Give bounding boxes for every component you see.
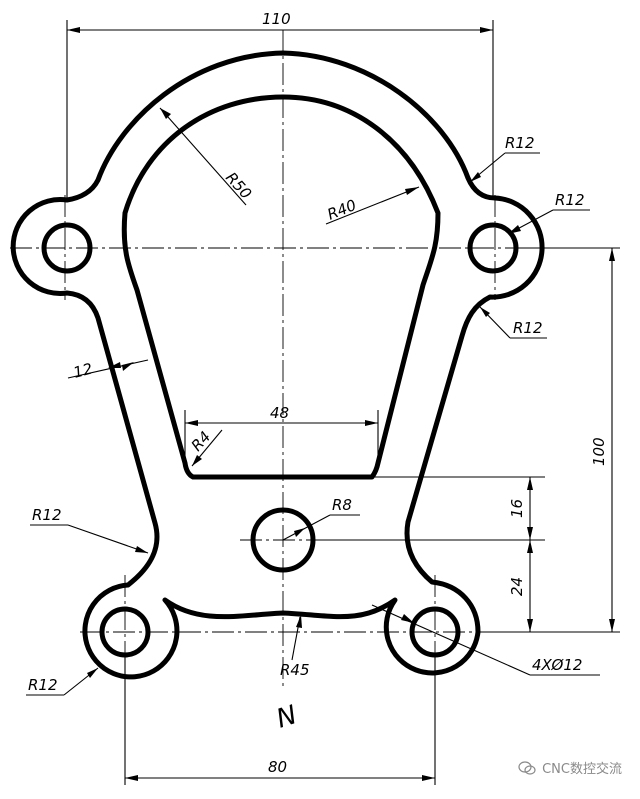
dim-inner-width-label: 48	[270, 404, 289, 422]
dim-hole-spacing-label: 80	[268, 758, 287, 776]
dim-inner-width: 48	[184, 404, 379, 470]
wechat-icon	[518, 760, 536, 775]
surface-mark: N	[273, 700, 301, 735]
dim-wall: 12	[67, 359, 149, 382]
leader-holes: 4XØ12	[371, 604, 600, 676]
label-r4: R4	[188, 428, 215, 455]
dim-hole-spacing: 80	[124, 657, 436, 785]
centerlines	[10, 30, 560, 690]
inner-pocket	[121, 94, 441, 480]
dim-height: 100	[480, 247, 620, 633]
label-r40: R40	[325, 196, 359, 224]
leader-r45: R45	[280, 615, 310, 679]
label-r12-bottom-left: R12	[28, 676, 58, 694]
outer-contour	[10, 50, 545, 680]
leader-r12-bottom-left: R12	[26, 667, 99, 696]
watermark: CNC数控交流	[518, 758, 622, 777]
label-r8: R8	[332, 496, 352, 514]
leader-r4: R4	[188, 428, 223, 467]
dim-overall-width: 110	[66, 10, 494, 200]
label-r12-left-mid: R12	[32, 506, 62, 524]
leader-r40: R40	[325, 186, 420, 225]
dim-wall-label: 12	[71, 360, 94, 382]
watermark-text: CNC数控交流	[542, 762, 622, 777]
label-r45: R45	[280, 661, 310, 679]
dim-offset-16-label: 16	[508, 499, 526, 518]
label-r12-right-a: R12	[555, 191, 585, 209]
leader-r50: R50	[159, 107, 255, 206]
leader-r12-right-a: R12	[507, 191, 590, 235]
leader-r8: R8	[282, 496, 360, 541]
leader-r12-top: R12	[469, 134, 540, 183]
hole-top-left	[41, 222, 93, 274]
label-r12-right-b: R12	[513, 319, 543, 337]
hole-bottom-left	[99, 606, 151, 658]
dim-offsets: 16 24	[313, 476, 545, 632]
dim-offset-24-label: 24	[508, 577, 526, 596]
hole-bottom-right	[409, 606, 461, 658]
label-r12-top: R12	[505, 134, 535, 152]
label-holes: 4XØ12	[532, 656, 582, 674]
hole-top-right	[467, 222, 519, 274]
leader-r12-left-mid: R12	[30, 506, 149, 554]
dim-overall-width-label: 110	[262, 10, 291, 28]
dim-height-label: 100	[590, 437, 608, 466]
label-r50: R50	[222, 169, 255, 203]
leader-r12-right-b: R12	[479, 306, 547, 339]
